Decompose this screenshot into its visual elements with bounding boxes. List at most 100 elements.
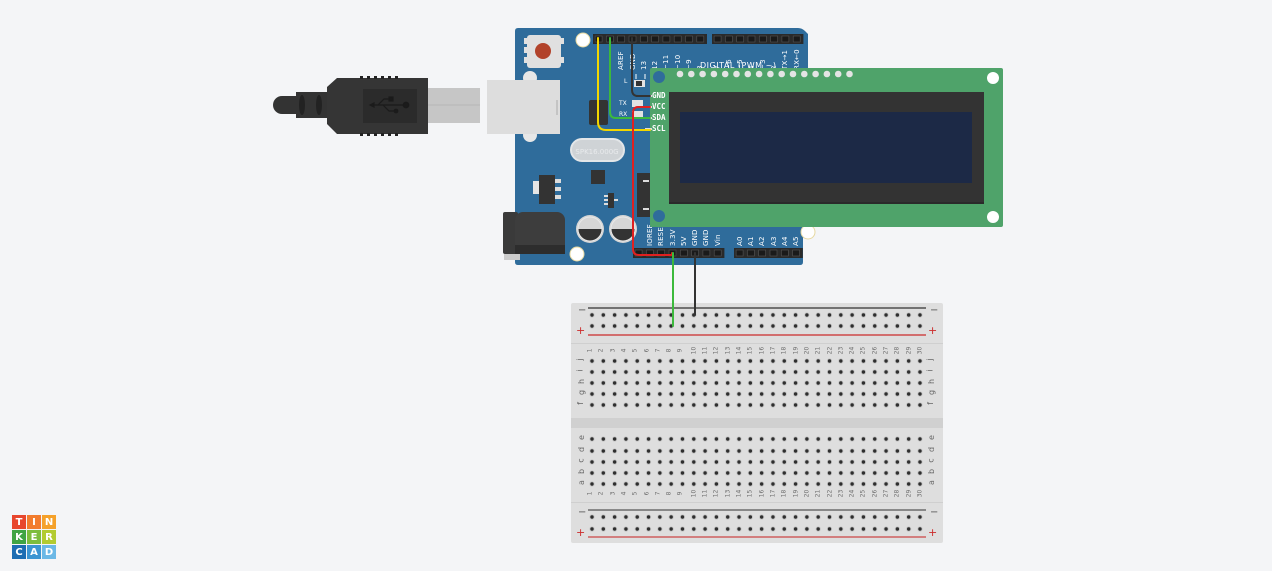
- breadboard-hole[interactable]: [894, 436, 900, 442]
- header-pin[interactable]: [758, 35, 767, 43]
- breadboard-hole[interactable]: [759, 380, 765, 386]
- rail-hole[interactable]: [759, 514, 765, 520]
- breadboard-hole[interactable]: [668, 380, 674, 386]
- breadboard-hole[interactable]: [770, 459, 776, 465]
- lcd-header-pin[interactable]: [801, 70, 808, 78]
- breadboard-hole[interactable]: [589, 391, 595, 397]
- breadboard-hole[interactable]: [713, 470, 720, 476]
- breadboard-hole[interactable]: [860, 369, 867, 375]
- breadboard-hole[interactable]: [634, 459, 640, 465]
- breadboard-hole[interactable]: [860, 380, 867, 386]
- header-pin[interactable]: [792, 35, 801, 43]
- lcd-pin-gnd[interactable]: GND: [652, 91, 666, 100]
- breadboard-hole[interactable]: [849, 402, 855, 408]
- breadboard-hole[interactable]: [691, 448, 697, 454]
- rail-hole[interactable]: [872, 514, 878, 520]
- rail-hole[interactable]: [770, 526, 776, 532]
- breadboard-hole[interactable]: [634, 470, 640, 476]
- breadboard-hole[interactable]: [770, 380, 776, 386]
- header-pin[interactable]: [673, 35, 682, 43]
- header-pin[interactable]: [758, 249, 767, 257]
- breadboard-hole[interactable]: [736, 470, 742, 476]
- breadboard-hole[interactable]: [906, 369, 912, 375]
- breadboard-hole[interactable]: [679, 470, 686, 476]
- rail-hole[interactable]: [804, 312, 810, 318]
- breadboard-hole[interactable]: [679, 448, 686, 454]
- rail-hole[interactable]: [668, 526, 674, 532]
- breadboard-hole[interactable]: [894, 358, 900, 364]
- rail-hole[interactable]: [872, 312, 878, 318]
- rail-hole[interactable]: [906, 323, 912, 329]
- breadboard-hole[interactable]: [872, 369, 878, 375]
- rail-hole[interactable]: [872, 323, 878, 329]
- breadboard-hole[interactable]: [917, 380, 923, 386]
- breadboard-hole[interactable]: [792, 391, 799, 397]
- breadboard-hole[interactable]: [849, 481, 855, 487]
- breadboard-hole[interactable]: [691, 436, 697, 442]
- breadboard-hole[interactable]: [917, 459, 923, 465]
- breadboard-hole[interactable]: [736, 380, 742, 386]
- breadboard-hole[interactable]: [679, 402, 686, 408]
- rail-hole[interactable]: [634, 514, 640, 520]
- breadboard-hole[interactable]: [657, 436, 663, 442]
- breadboard-hole[interactable]: [815, 436, 821, 442]
- breadboard-hole[interactable]: [917, 436, 923, 442]
- breadboard-hole[interactable]: [634, 369, 640, 375]
- header-pin[interactable]: [747, 249, 755, 257]
- breadboard-hole[interactable]: [668, 369, 674, 375]
- breadboard-hole[interactable]: [634, 380, 640, 386]
- breadboard-hole[interactable]: [600, 369, 606, 375]
- rail-hole[interactable]: [906, 312, 912, 318]
- breadboard-hole[interactable]: [906, 481, 912, 487]
- rail-hole[interactable]: [736, 323, 742, 329]
- breadboard-hole[interactable]: [860, 448, 867, 454]
- breadboard-hole[interactable]: [725, 459, 731, 465]
- breadboard-hole[interactable]: [600, 470, 606, 476]
- breadboard-hole[interactable]: [668, 459, 674, 465]
- breadboard-hole[interactable]: [759, 470, 765, 476]
- breadboard-hole[interactable]: [645, 391, 652, 397]
- rail-hole[interactable]: [917, 514, 923, 520]
- breadboard-hole[interactable]: [781, 459, 787, 465]
- rail-hole[interactable]: [634, 526, 640, 532]
- breadboard-hole[interactable]: [770, 391, 776, 397]
- breadboard-hole[interactable]: [725, 470, 731, 476]
- breadboard-hole[interactable]: [702, 369, 708, 375]
- breadboard-hole[interactable]: [702, 402, 708, 408]
- breadboard-hole[interactable]: [736, 481, 742, 487]
- breadboard-hole[interactable]: [894, 380, 900, 386]
- lcd-header-pin[interactable]: [812, 70, 819, 78]
- header-pin[interactable]: [702, 249, 711, 257]
- breadboard-hole[interactable]: [679, 358, 686, 364]
- breadboard-hole[interactable]: [612, 459, 618, 465]
- breadboard-hole[interactable]: [600, 380, 606, 386]
- header-pin[interactable]: [685, 35, 693, 43]
- breadboard-hole[interactable]: [906, 436, 912, 442]
- rail-hole[interactable]: [883, 526, 889, 532]
- breadboard-hole[interactable]: [657, 369, 663, 375]
- breadboard-hole[interactable]: [872, 380, 878, 386]
- breadboard-hole[interactable]: [883, 481, 889, 487]
- breadboard-hole[interactable]: [770, 481, 776, 487]
- rail-hole[interactable]: [781, 323, 787, 329]
- breadboard-hole[interactable]: [849, 391, 855, 397]
- breadboard-hole[interactable]: [725, 391, 731, 397]
- breadboard-hole[interactable]: [725, 402, 731, 408]
- rail-hole[interactable]: [702, 312, 708, 318]
- breadboard-hole[interactable]: [623, 470, 629, 476]
- breadboard-hole[interactable]: [702, 481, 708, 487]
- breadboard-hole[interactable]: [645, 448, 652, 454]
- rail-hole[interactable]: [860, 526, 867, 532]
- breadboard-hole[interactable]: [679, 459, 686, 465]
- rail-hole[interactable]: [713, 526, 720, 532]
- breadboard-hole[interactable]: [872, 448, 878, 454]
- lcd-header-pin[interactable]: [778, 70, 785, 78]
- lcd-header-pin[interactable]: [733, 70, 740, 78]
- rail-hole[interactable]: [612, 312, 618, 318]
- breadboard-hole[interactable]: [917, 448, 923, 454]
- breadboard-hole[interactable]: [759, 459, 765, 465]
- breadboard-hole[interactable]: [668, 391, 674, 397]
- breadboard-hole[interactable]: [770, 369, 776, 375]
- breadboard-hole[interactable]: [600, 436, 606, 442]
